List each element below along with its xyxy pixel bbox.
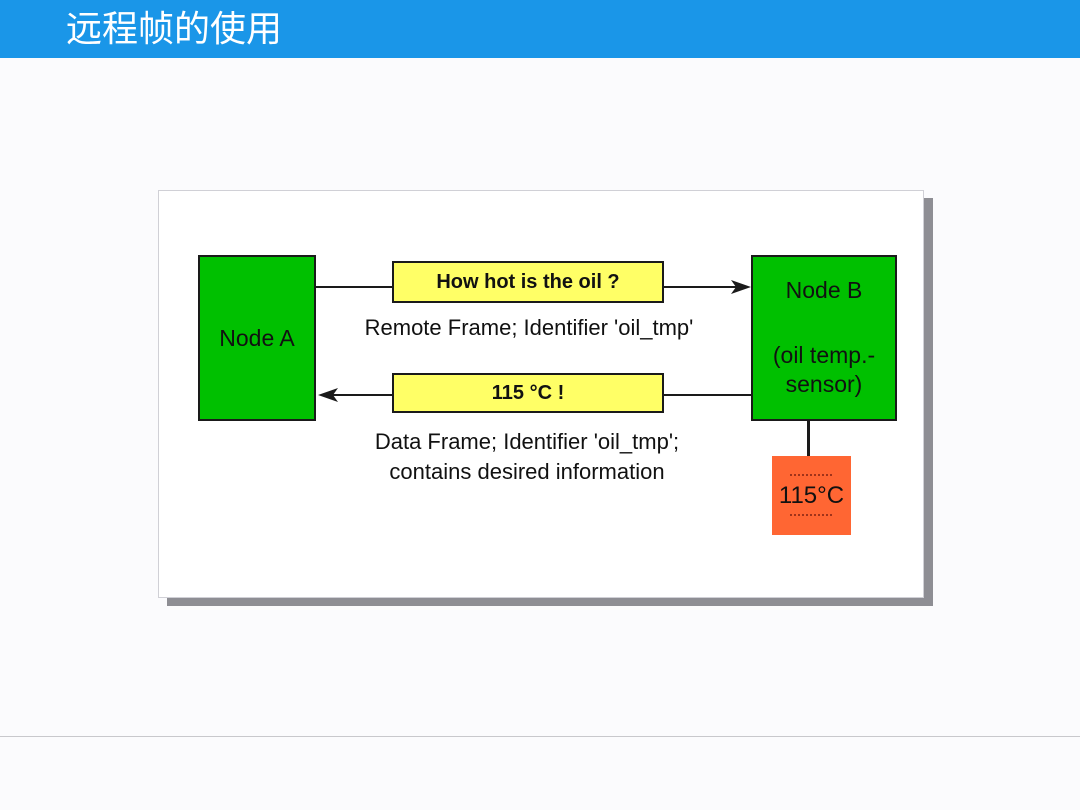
footer-divider xyxy=(0,736,1080,737)
request-caption: Remote Frame; Identifier 'oil_tmp' xyxy=(364,315,694,340)
can-remote-frame-diagram: Node A Node B (oil temp.- sensor) How ho… xyxy=(158,190,924,598)
request-line-right xyxy=(664,286,739,288)
response-message-box: 115 °C ! xyxy=(392,373,664,413)
title-bar: 远程帧的使用 xyxy=(0,0,1080,58)
node-b-role: (oil temp.- sensor) xyxy=(772,342,876,397)
node-a-box: Node A xyxy=(198,255,316,421)
request-message-box: How hot is the oil ? xyxy=(392,261,664,303)
node-b-box: Node B (oil temp.- sensor) xyxy=(751,255,897,421)
sensor-bottom-stripe xyxy=(790,514,834,516)
request-arrowhead-icon xyxy=(731,280,751,294)
response-arrowhead-icon xyxy=(318,388,338,402)
request-message: How hot is the oil ? xyxy=(436,270,620,293)
temperature-sensor: 115°C xyxy=(772,456,851,535)
node-a-label: Node A xyxy=(219,324,295,351)
page-title: 远程帧的使用 xyxy=(66,9,283,50)
sensor-reading: 115°C xyxy=(778,481,845,509)
response-line-left xyxy=(331,394,392,396)
response-caption: Data Frame; Identifier 'oil_tmp'; contai… xyxy=(374,429,680,484)
node-b-label: Node B xyxy=(785,277,863,303)
response-message: 115 °C ! xyxy=(491,381,565,404)
response-line-right xyxy=(664,394,751,396)
sensor-connector xyxy=(807,421,810,456)
sensor-top-stripe xyxy=(790,474,834,476)
request-line-left xyxy=(316,286,392,288)
